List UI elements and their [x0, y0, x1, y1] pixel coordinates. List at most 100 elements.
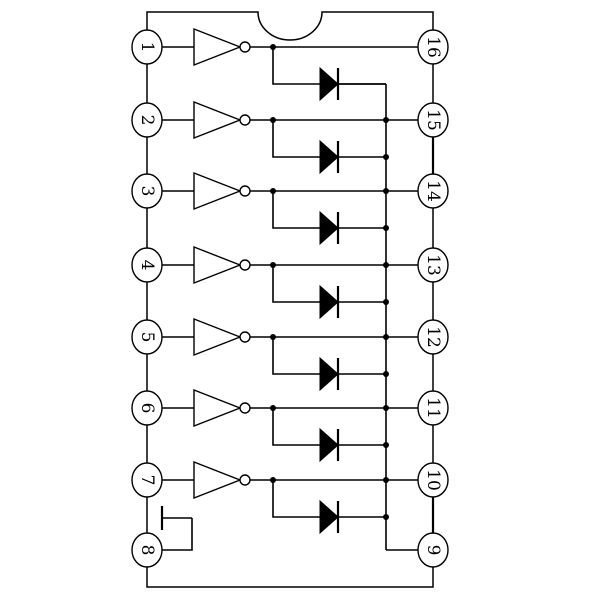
bus-junction-dot [383, 442, 389, 448]
inverter-gate [193, 100, 242, 140]
pin-16: 16 [417, 29, 449, 65]
pin-number: 9 [423, 545, 443, 556]
bus-cross-dot [383, 188, 389, 194]
pin-7: 7 [131, 462, 163, 498]
pin-number: 14 [423, 180, 443, 202]
pin-14: 14 [417, 173, 449, 209]
inverter-bubble [239, 259, 251, 271]
pin-circle [417, 247, 449, 283]
pin-number: 12 [423, 326, 443, 348]
pin-number: 10 [423, 469, 443, 491]
pin-circle [417, 102, 449, 138]
channel-2 [162, 100, 418, 175]
diode-symbol [319, 210, 339, 246]
pin-number: 13 [423, 254, 443, 276]
inverter-bubble [239, 41, 251, 53]
pin-number: 6 [137, 403, 157, 414]
bus-cross-dot [383, 117, 389, 123]
pin-number: 5 [137, 332, 157, 343]
pin-circle [417, 319, 449, 355]
pin-6: 6 [131, 390, 163, 426]
bus-junction-dot [383, 371, 389, 377]
pin-8: 8 [131, 532, 163, 568]
bus-cross-dot [383, 262, 389, 268]
diode-branch-wire [272, 47, 320, 85]
inverter-bubble [239, 185, 251, 197]
bus-junction-dot [383, 299, 389, 305]
bus-cross-dot [383, 405, 389, 411]
bus-junction-dot [383, 154, 389, 160]
bus-junction-dot [383, 225, 389, 231]
diode-symbol [319, 139, 339, 175]
inverter-gate [193, 317, 242, 357]
pin-circle [131, 173, 163, 209]
pin-circle [131, 319, 163, 355]
pin-number: 3 [137, 186, 157, 197]
pin-1: 1 [131, 29, 163, 65]
pin-5: 5 [131, 319, 163, 355]
diode-branch-wire [272, 408, 320, 446]
diode-branch-wire [272, 337, 320, 375]
ic-package-outline [146, 11, 434, 588]
inverter-gate [193, 27, 242, 67]
inverter-gate [193, 245, 242, 285]
channels-layer [162, 27, 435, 535]
pin-circle [131, 532, 163, 568]
diode-branch-wire [272, 120, 320, 158]
pin-number: 15 [423, 109, 443, 131]
inverter-bubble [239, 402, 251, 414]
inverter-bubble [239, 474, 251, 486]
pin-13: 13 [417, 247, 449, 283]
channel-6 [162, 388, 418, 463]
pin-number: 4 [137, 260, 157, 271]
pin-2: 2 [131, 102, 163, 138]
diode-symbol [319, 284, 339, 320]
channel-4 [162, 245, 418, 320]
channel-7 [162, 460, 418, 535]
pin-circle [417, 462, 449, 498]
inverter-gate [193, 460, 242, 500]
bus-cross-dot [383, 334, 389, 340]
inverter-gate [193, 388, 242, 428]
pin-3: 3 [131, 173, 163, 209]
diode-symbol [319, 356, 339, 392]
ground-symbol [162, 518, 193, 551]
diode-symbol [319, 66, 339, 102]
inverter-bubble [239, 331, 251, 343]
pin-number: 1 [137, 42, 157, 53]
pin-11: 11 [417, 390, 449, 426]
inverter-bubble [239, 114, 251, 126]
diode-branch-wire [272, 265, 320, 303]
pin-number: 11 [423, 397, 443, 419]
pin-10: 10 [417, 462, 449, 498]
package-layer [146, 11, 434, 588]
inverter-gate [193, 171, 242, 211]
pin-circle [417, 532, 449, 568]
pin-12: 12 [417, 319, 449, 355]
pin-circle [131, 247, 163, 283]
pin-number: 8 [137, 545, 157, 556]
pin-4: 4 [131, 247, 163, 283]
pin-circle [131, 29, 163, 65]
pin-circle [417, 29, 449, 65]
diode-branch-wire [272, 191, 320, 229]
pin-9: 9 [417, 532, 449, 568]
pin-circle [131, 462, 163, 498]
pin-circle [417, 173, 449, 209]
pin-circle [417, 390, 449, 426]
pin-number: 2 [137, 115, 157, 126]
bus-junction-dot [383, 514, 389, 520]
pin-circle [131, 102, 163, 138]
bus-cross-dot [383, 477, 389, 483]
pin-circle [131, 390, 163, 426]
pin-number: 16 [423, 36, 443, 58]
diode-symbol [319, 427, 339, 463]
channel-3 [162, 171, 418, 246]
channel-5 [162, 317, 418, 392]
pin-number: 7 [137, 475, 157, 486]
diode-branch-wire [272, 480, 320, 518]
pin-15: 15 [417, 102, 449, 138]
diode-symbol [319, 499, 339, 535]
